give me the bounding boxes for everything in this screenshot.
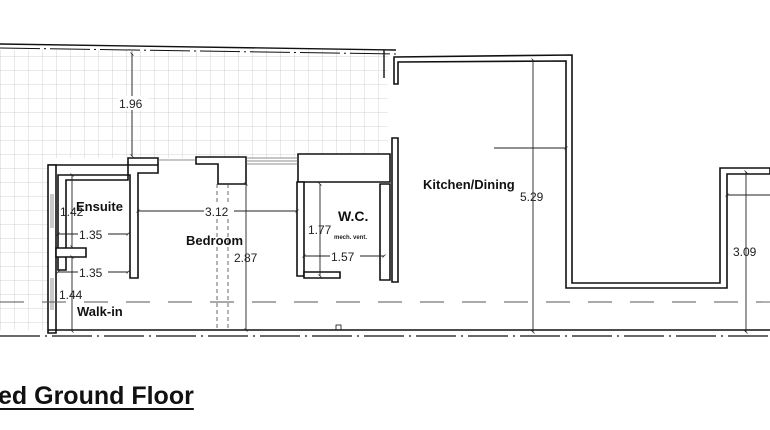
- interior-walls: [47, 153, 391, 334]
- room-label-walkin: Walk-in: [77, 304, 123, 319]
- room-label-wc: W.C.: [338, 208, 368, 224]
- terrace-tiles: [0, 50, 388, 330]
- dim-walkin-width: 1.35: [79, 266, 103, 280]
- dim-ensuite-height: 1.42: [60, 205, 84, 219]
- dim-bedroom-width: 3.12: [205, 205, 229, 219]
- room-label-kitchen: Kitchen/Dining: [423, 177, 515, 192]
- dim-bedroom-depth: 2.87: [234, 251, 258, 265]
- kitchen-walls: [391, 54, 770, 289]
- plan-title: ed Ground Floor: [0, 382, 194, 410]
- dim-wc-width: 1.57: [331, 250, 355, 264]
- room-label-ensuite: Ensuite: [76, 199, 123, 214]
- room-label-bedroom: Bedroom: [186, 233, 243, 248]
- dim-ensuite-width: 1.35: [79, 228, 103, 242]
- dim-wc-height: 1.77: [308, 223, 332, 237]
- dim-kitchen-depth: 5.29: [520, 190, 544, 204]
- dim-right-room-depth: 3.09: [733, 245, 757, 259]
- bottom-boundary: [0, 301, 770, 337]
- wc-vent-note: mech. vent.: [334, 235, 367, 241]
- dim-walkin-height: 1.44: [59, 288, 83, 302]
- dim-terrace-depth: 1.96: [119, 97, 143, 111]
